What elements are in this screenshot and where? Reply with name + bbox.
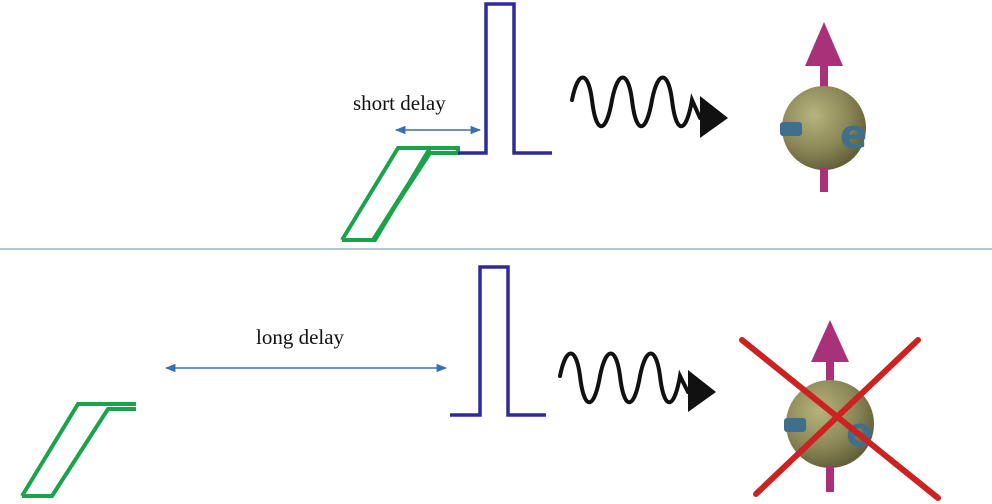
photon-wave-arrow-icon	[558, 351, 716, 412]
ramp-outline-bottom	[20, 402, 136, 498]
photon-wave-arrow-icon	[570, 75, 728, 138]
short-delay-label: short delay	[353, 91, 446, 115]
electron-spin-sphere-icon: e	[780, 22, 867, 192]
top-scene: short delay e	[340, 2, 867, 242]
red-x-cross-icon	[739, 337, 941, 501]
bottom-scene: long delay e	[20, 265, 941, 501]
ramp-shape-top	[342, 146, 460, 242]
electron-spin-sphere-icon: e	[784, 320, 874, 492]
pulse-bottom	[450, 265, 546, 417]
pulse-top	[458, 2, 552, 155]
ramp-outline-top	[340, 146, 458, 242]
svg-text:e: e	[840, 112, 867, 158]
long-delay-label: long delay	[256, 325, 345, 349]
